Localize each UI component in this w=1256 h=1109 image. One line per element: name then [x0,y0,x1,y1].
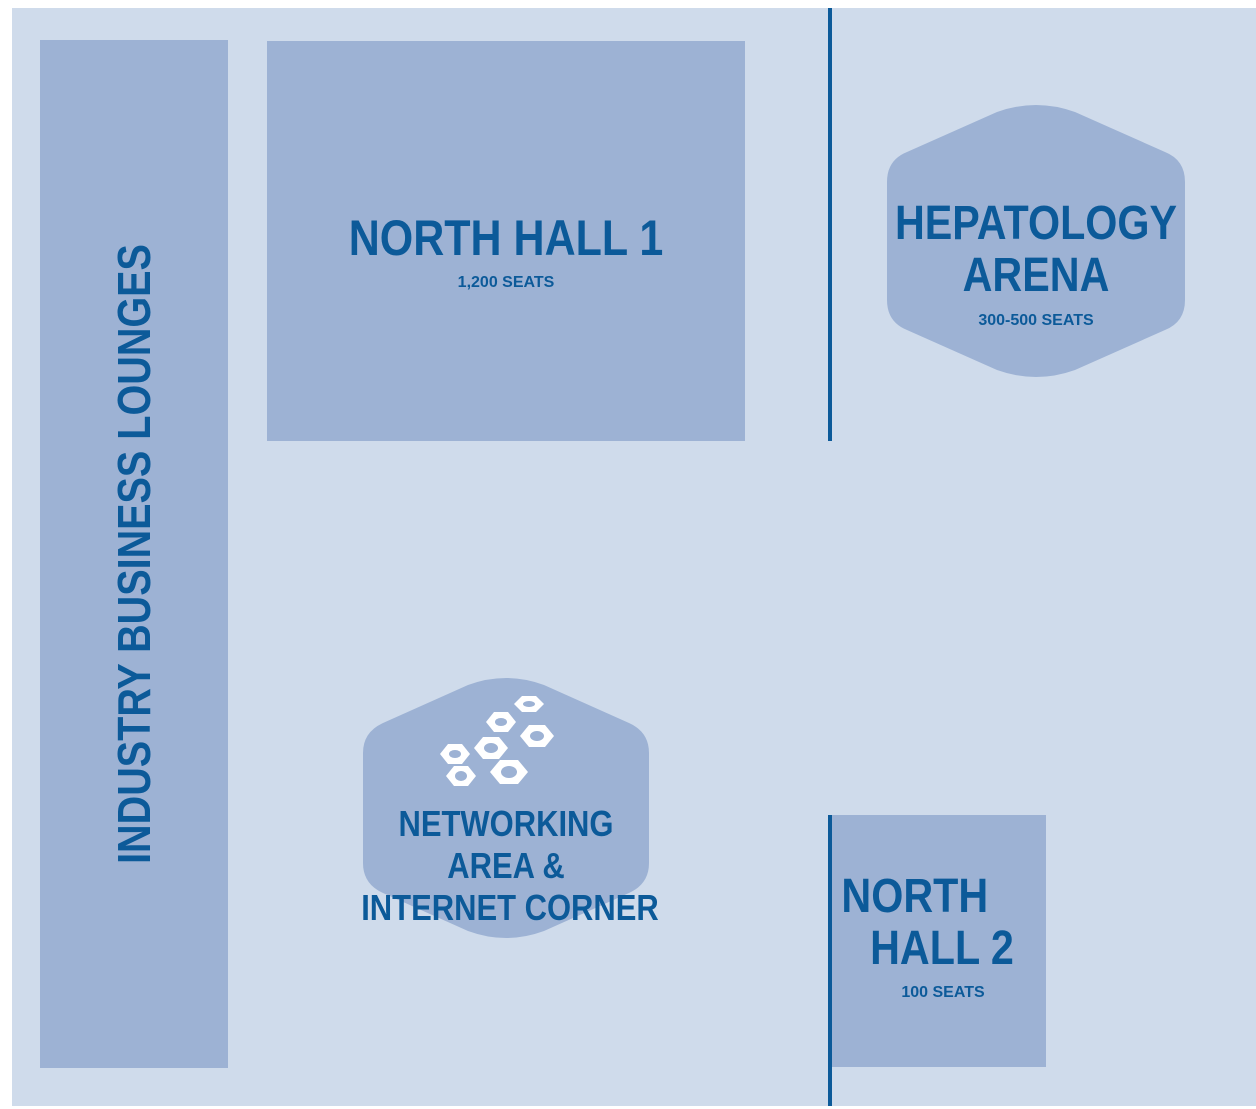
north-hall-2-capacity: 100 SEATS [901,984,985,1001]
networking-title-line1: NETWORKING [398,803,614,844]
wall-divider-bottom [828,815,832,1106]
north-hall-1-title: NORTH HALL 1 [348,210,664,266]
north-hall-1-capacity: 1,200 SEATS [457,274,555,291]
hepatology-arena-title-line2: ARENA [962,249,1110,302]
zone-industry-business-lounges[interactable]: INDUSTRY BUSINESS LOUNGES [40,40,228,1068]
networking-title-line3: INTERNET CORNER [361,887,659,928]
zone-north-hall-2[interactable]: NORTH HALL 2 100 SEATS [832,815,1046,1067]
zone-hepatology-arena[interactable] [887,104,1185,378]
networking-title-line2: AREA & [447,845,565,886]
zone-north-hall-1[interactable]: NORTH HALL 1 1,200 SEATS [267,41,745,441]
network-nodes-icon [440,696,554,786]
hepatology-arena-title-line1: HEPATOLOGY [894,197,1178,250]
wall-divider-top [828,8,832,441]
hepatology-arena-capacity: 300-500 SEATS [978,312,1094,329]
north-hall-2-title-line2: HALL 2 [870,922,1014,975]
zone-networking-area[interactable] [363,677,649,939]
north-hall-2-title-line1: NORTH [841,870,989,923]
lounges-label: INDUSTRY BUSINESS LOUNGES [108,244,160,864]
